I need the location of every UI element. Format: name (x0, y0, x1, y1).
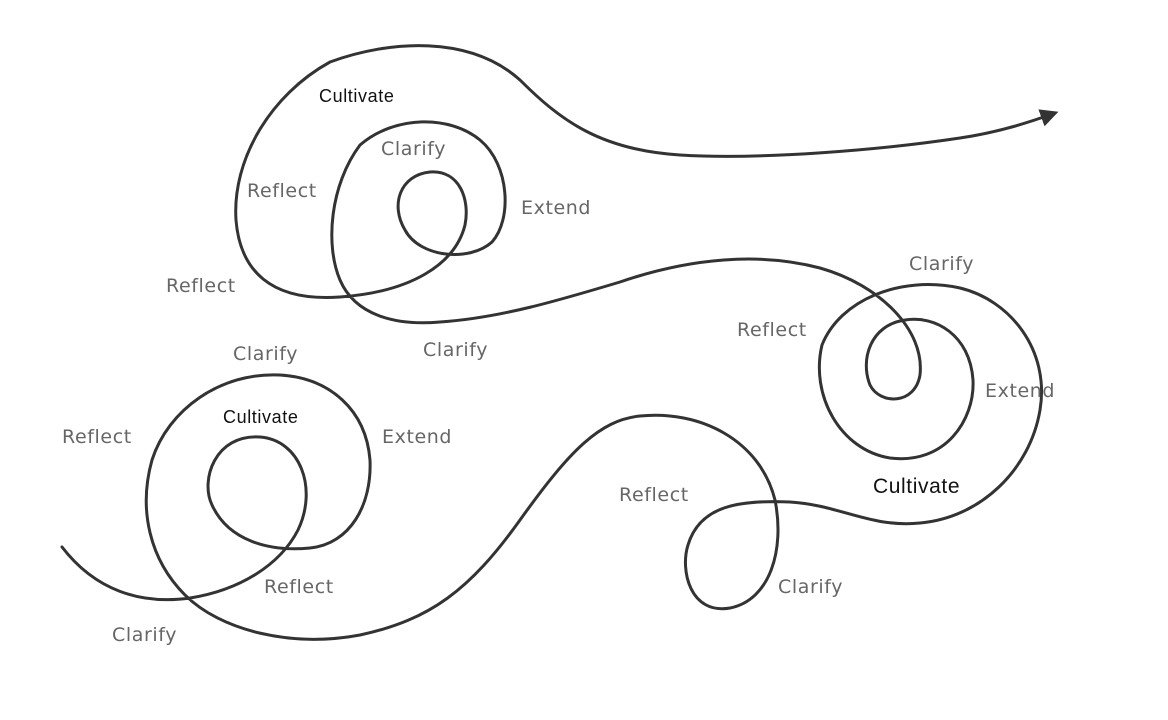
label-cultivate-left: Cultivate (223, 407, 299, 427)
label-clarify-left-top: Clarify (233, 343, 299, 365)
path-segment-left-tail (60, 44, 1059, 641)
label-extend-left: Extend (382, 426, 453, 448)
label-reflect-left-inner: Reflect (264, 576, 334, 598)
label-reflect-bottom: Reflect (619, 484, 689, 506)
label-clarify-right: Clarify (909, 253, 975, 275)
label-cultivate-right: Cultivate (873, 475, 961, 498)
label-clarify-top: Clarify (381, 138, 447, 160)
label-reflect-left: Reflect (62, 426, 132, 448)
label-extend-right: Extend (985, 380, 1056, 402)
label-clarify-middle: Clarify (423, 339, 489, 361)
label-reflect-top-inner: Reflect (247, 180, 317, 202)
label-extend-top: Extend (521, 197, 592, 219)
label-clarify-left-bottom: Clarify (112, 624, 178, 646)
label-reflect-right: Reflect (737, 319, 807, 341)
label-clarify-bottom: Clarify (778, 576, 844, 598)
label-reflect-top-outer: Reflect (166, 275, 236, 297)
label-cultivate-top: Cultivate (319, 86, 395, 106)
